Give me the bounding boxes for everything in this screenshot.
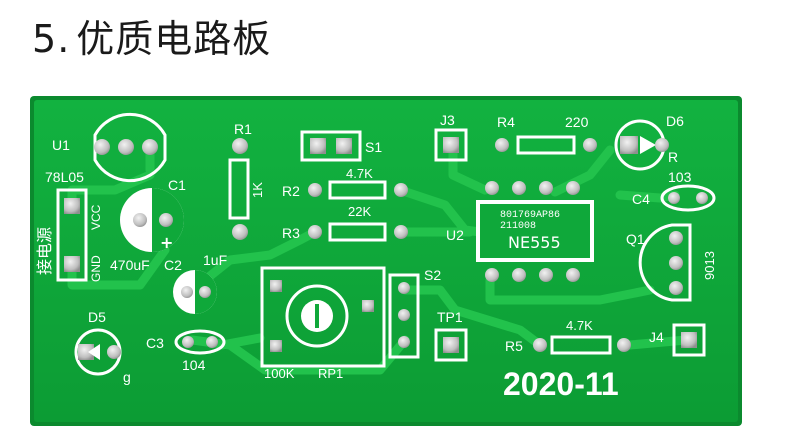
u2-ne555: 801769AP86 211008 NE555 U2 <box>446 181 594 282</box>
c4-capacitor: C4 103 <box>632 169 716 212</box>
d5-label: D5 <box>88 309 106 325</box>
r3-resistor: R3 22K <box>282 204 408 242</box>
c2-value-label: 1uF <box>203 252 227 268</box>
d5-color-label: g <box>123 369 131 385</box>
u2-label: U2 <box>446 227 464 243</box>
u1-part-label: 78L05 <box>45 169 84 185</box>
copper-traces <box>67 145 691 375</box>
rp1-potentiometer: 100K RP1 <box>260 266 386 381</box>
r4-label: R4 <box>497 114 515 130</box>
s2-label: S2 <box>424 267 441 283</box>
u2-marking-line1: 801769AP86 <box>500 210 560 221</box>
page-heading: 5.优质电路板 <box>32 8 271 63</box>
r2-resistor: R2 4.7K <box>282 166 408 200</box>
heading-number: 5 <box>32 17 58 61</box>
power-header: VCC GND 接电源 <box>36 188 103 282</box>
r1-resistor: R1 1K <box>228 121 265 240</box>
c3-label: C3 <box>146 335 164 351</box>
q1-transistor: Q1 9013 <box>626 223 717 302</box>
j4-connector: J4 <box>649 323 706 357</box>
r3-label: R3 <box>282 225 300 241</box>
r4-value-label: 220 <box>565 114 589 130</box>
d5-led: D5 g <box>74 309 131 385</box>
r3-value-label: 22K <box>348 204 371 219</box>
c2-label: C2 <box>164 257 182 273</box>
tp1-testpoint: TP1 <box>434 309 468 362</box>
j4-label: J4 <box>649 329 664 345</box>
heading-separator: . <box>57 17 71 61</box>
u1-regulator: U1 78L05 <box>45 112 167 185</box>
tp1-label: TP1 <box>437 309 463 325</box>
j3-connector: J3 <box>434 112 468 162</box>
j3-label: J3 <box>440 112 455 128</box>
c1-capacitor: + C1 470uF <box>110 177 186 273</box>
r5-resistor: R5 4.7K <box>505 318 631 355</box>
q1-part-label: 9013 <box>702 251 717 280</box>
r5-value-label: 4.7K <box>566 318 593 333</box>
q1-label: Q1 <box>626 231 645 247</box>
rp1-label: RP1 <box>318 366 343 381</box>
c4-label: C4 <box>632 191 650 207</box>
s1-label: S1 <box>365 139 382 155</box>
rp1-value-label: 100K <box>264 366 295 381</box>
c3-value-label: 104 <box>182 357 206 373</box>
d6-label: D6 <box>666 113 684 129</box>
u2-part-label: NE555 <box>508 233 561 252</box>
r5-label: R5 <box>505 338 523 354</box>
s1-switch: S1 <box>300 130 382 162</box>
d6-color-label: R <box>668 149 678 165</box>
date-code: 2020-11 <box>503 366 619 402</box>
r2-value-label: 4.7K <box>346 166 373 181</box>
r2-label: R2 <box>282 183 300 199</box>
u2-marking-line2: 211008 <box>500 221 536 232</box>
s2-switch: S2 <box>388 267 441 359</box>
c1-label: C1 <box>168 177 186 193</box>
svg-text:+: + <box>160 233 173 252</box>
r1-value-label: 1K <box>250 182 265 198</box>
power-gnd-label: GND <box>89 255 103 282</box>
c3-capacitor: C3 104 <box>146 329 226 373</box>
power-connect-label: 接电源 <box>36 227 54 275</box>
r4-resistor: R4 220 <box>495 114 597 155</box>
c2-capacitor: C2 1uF <box>164 252 227 314</box>
d6-led: D6 R <box>614 113 684 171</box>
c4-value-label: 103 <box>668 169 692 185</box>
heading-title: 优质电路板 <box>76 17 272 61</box>
u1-label: U1 <box>52 137 70 153</box>
power-vcc-label: VCC <box>89 204 103 230</box>
r1-label: R1 <box>234 121 252 137</box>
c1-value-label: 470uF <box>110 257 150 273</box>
